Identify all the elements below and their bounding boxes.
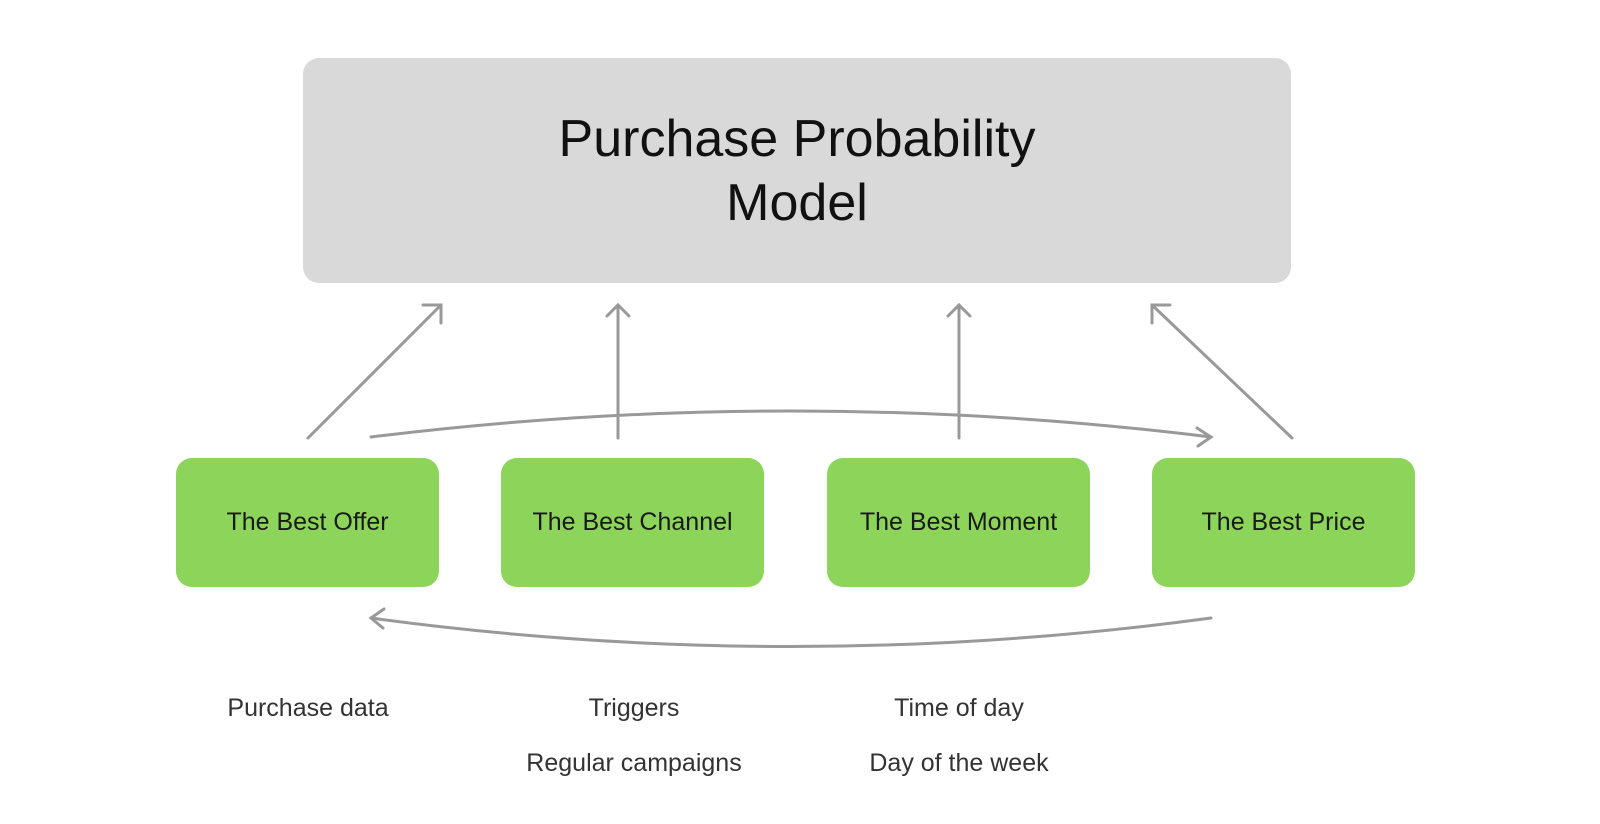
arrow-moment-to-model (946, 302, 972, 440)
input-label: Regular campaigns (526, 749, 742, 777)
input-label: Purchase data (227, 694, 389, 722)
node-best-price: The Best Price (1152, 458, 1415, 587)
input-label: Triggers (588, 694, 680, 722)
arrow-price-to-model (1150, 303, 1294, 440)
node-best-channel: The Best Channel (501, 458, 764, 587)
arrow-price-to-offer-curve (368, 607, 1213, 648)
input-label: Day of the week (869, 749, 1049, 777)
node-label: The Best Price (1201, 508, 1366, 536)
model-title: Purchase Probability Model (558, 109, 1036, 232)
arrow-offer-to-model (306, 303, 443, 440)
arrow-offer-to-price-curve (369, 409, 1214, 448)
node-best-moment: The Best Moment (827, 458, 1090, 587)
purchase-probability-model-box: Purchase Probability Model (303, 58, 1291, 283)
node-best-offer: The Best Offer (176, 458, 439, 587)
node-label: The Best Moment (859, 508, 1058, 536)
node-label: The Best Channel (532, 508, 733, 536)
node-label: The Best Offer (226, 508, 389, 536)
arrow-channel-to-model (605, 302, 631, 440)
input-label: Time of day (894, 694, 1024, 722)
